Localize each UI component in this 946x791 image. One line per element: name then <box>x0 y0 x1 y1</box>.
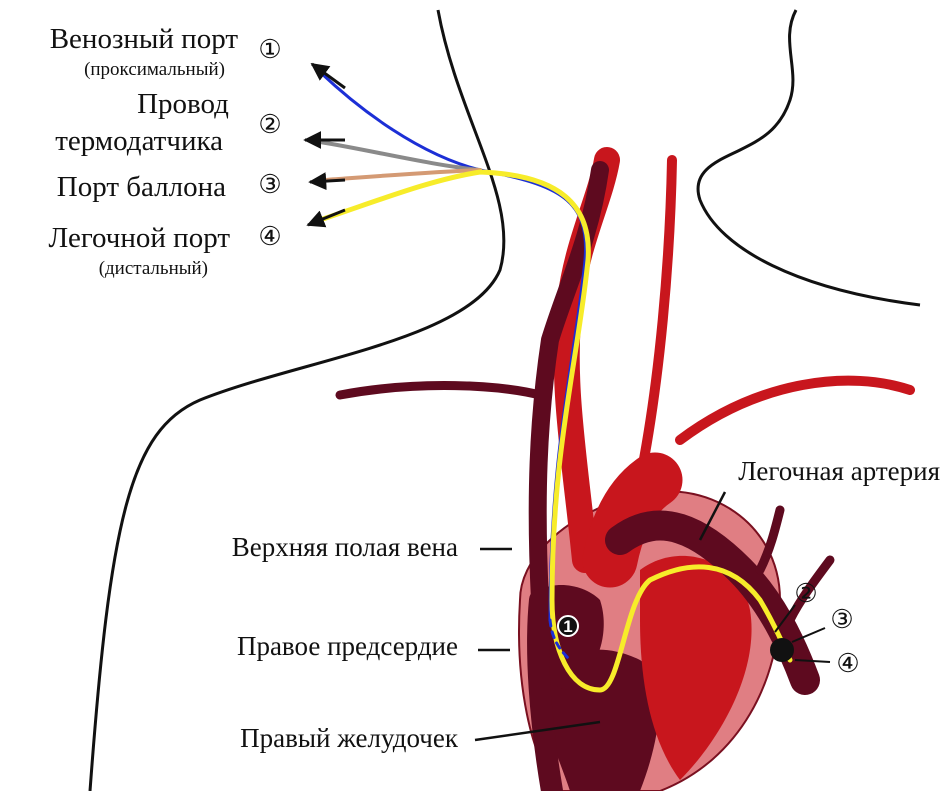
subclavian-right <box>680 381 910 440</box>
port-labels: Венозный порт (проксимальный) ① Провод т… <box>49 23 282 279</box>
arteries <box>567 160 910 560</box>
port-2-label-line2: термодатчика <box>55 125 223 157</box>
label-ra: Правое предсердие <box>237 631 458 661</box>
inner-marker-num: 1 <box>563 617 572 636</box>
port-1-sub: (проксимальный) <box>84 59 225 80</box>
port-1-label: Венозный порт <box>50 23 239 55</box>
tip-num-3: ③ <box>830 605 853 634</box>
balloon-tip <box>770 638 794 662</box>
port-2-num: ② <box>258 110 281 139</box>
tip-num-2: ② <box>794 579 817 608</box>
port-1-num: ① <box>258 35 281 64</box>
catheter-gray <box>320 142 480 170</box>
label-pa: Легочная артерия <box>738 456 940 486</box>
label-rv: Правый желудочек <box>240 723 459 753</box>
port-4-sub: (дистальный) <box>99 258 208 279</box>
port-4-num: ④ <box>258 222 281 251</box>
arrow-port-3 <box>310 180 345 182</box>
port-3-label: Порт баллона <box>57 171 226 203</box>
port-2-label-line1: Провод <box>137 88 229 120</box>
tip-num-4: ④ <box>836 649 859 678</box>
label-svc: Верхняя полая вена <box>232 532 458 562</box>
port-3-num: ③ <box>258 170 281 199</box>
port-4-label: Легочной порт <box>49 222 231 254</box>
arrow-port-4 <box>308 210 345 225</box>
brachiocephalic-vein <box>340 386 540 395</box>
face-outline <box>698 10 920 305</box>
arrow-port-1 <box>312 64 345 88</box>
carotid-right <box>640 160 672 480</box>
